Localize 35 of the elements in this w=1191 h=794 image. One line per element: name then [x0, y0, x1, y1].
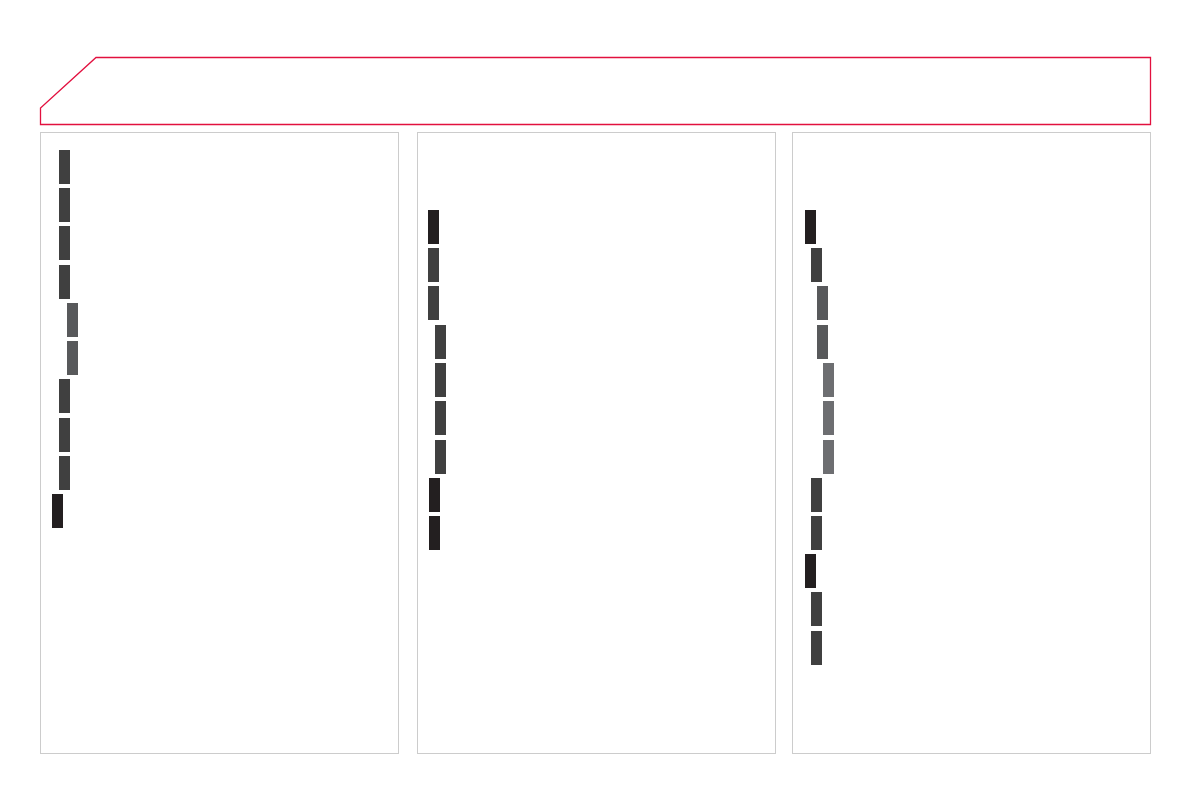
level-marker [428, 248, 439, 282]
level-marker [52, 494, 63, 528]
level-marker [59, 226, 70, 260]
level-marker [59, 418, 70, 452]
panel [417, 132, 776, 754]
level-marker [67, 303, 78, 337]
level-marker [817, 325, 828, 359]
level-marker [428, 286, 439, 320]
level-marker [811, 248, 822, 282]
level-marker [59, 456, 70, 490]
level-marker [429, 516, 440, 550]
level-marker [811, 516, 822, 550]
level-marker [59, 188, 70, 222]
level-marker [823, 363, 834, 397]
level-marker [435, 325, 446, 359]
level-marker [67, 341, 78, 375]
panel [792, 132, 1151, 754]
level-marker [59, 379, 70, 413]
level-marker [805, 554, 816, 588]
level-marker [823, 440, 834, 474]
level-marker [59, 265, 70, 299]
level-marker [435, 363, 446, 397]
level-marker [435, 440, 446, 474]
level-marker [805, 210, 816, 244]
header-banner [40, 57, 1151, 125]
level-marker [811, 478, 822, 512]
level-marker [429, 478, 440, 512]
level-marker [59, 150, 70, 184]
level-marker [817, 286, 828, 320]
level-marker [435, 401, 446, 435]
level-marker [811, 592, 822, 626]
level-marker [428, 210, 439, 244]
level-marker [811, 631, 822, 665]
panel [40, 132, 399, 754]
level-marker [823, 401, 834, 435]
